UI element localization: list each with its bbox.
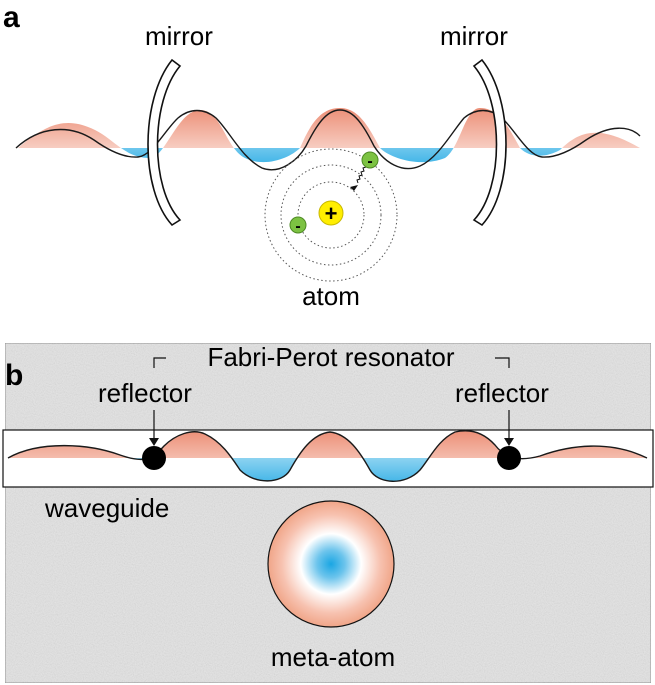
orbit-middle [280,164,382,266]
reflector-left-label: reflector [98,378,192,408]
reflector-right-arrowhead [504,438,514,446]
reflector-left-arrowhead [149,438,159,446]
mirror-left [147,58,182,227]
resonator-bracket-left [153,357,166,368]
wave-a-negative-fill [18,148,640,163]
atom: + - - [264,148,398,282]
meta-atom-label: meta-atom [271,642,395,672]
mirror-right [472,58,507,227]
wave-a-positive-fill [18,108,640,148]
reflector-right-label: reflector [455,378,549,408]
panel-a: a mirror mirror + - [3,1,641,311]
nucleus-sign: + [325,201,338,226]
panel-a-letter: a [3,1,20,34]
panel-b-letter: b [5,359,23,392]
electron-upper-sign: - [367,153,372,170]
nucleus-icon: + [318,200,344,226]
orbit-inner [297,181,365,249]
mirror-left-label: mirror [145,21,213,51]
mirror-right-label: mirror [440,21,508,51]
resonator-label: Fabri-Perot resonator [207,342,454,372]
wave-b-positive-fill [8,430,647,458]
photon-arrow-head [350,185,358,191]
resonator-bracket-right [495,357,510,368]
photon-emission-line [356,166,367,184]
meta-atom-disk [267,500,395,628]
electron-lower-sign: - [295,218,300,235]
orbit-outer [264,148,398,282]
wave-a-line [15,109,641,171]
standing-wave-a [18,108,640,163]
reflector-left-icon [142,446,166,470]
reflector-right-icon [497,446,521,470]
electron-upper-icon: - [361,151,379,170]
panel-b: b Fabri-Perot resonator reflector reflec… [2,342,654,684]
atom-label: atom [302,281,360,311]
electron-lower-icon: - [289,216,307,235]
waveguide-label: waveguide [44,493,169,523]
